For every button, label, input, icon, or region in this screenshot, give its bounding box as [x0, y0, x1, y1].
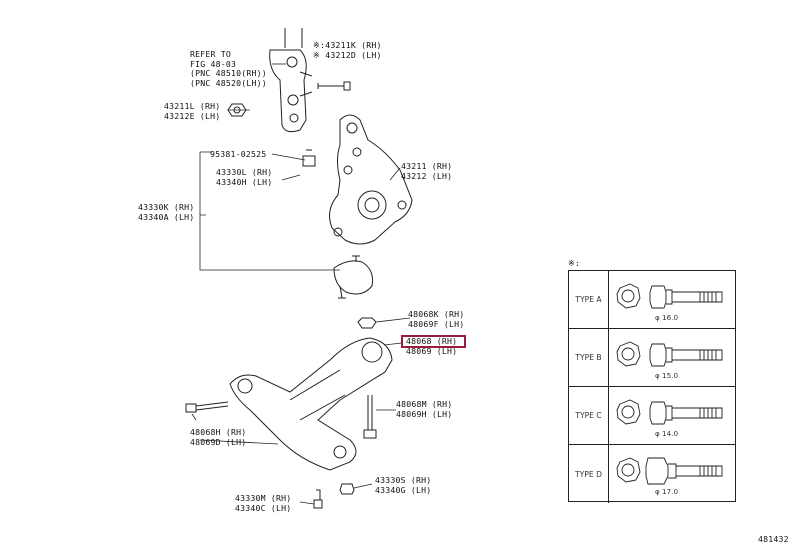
type-row-a: TYPE A φ 16.0 — [569, 271, 735, 329]
type-bolt-drawings — [616, 283, 723, 485]
bolt-43330M — [313, 489, 323, 509]
type-label: TYPE B — [569, 329, 609, 386]
bolt-48068H — [185, 401, 229, 413]
type-row-b: TYPE B φ 15.0 — [569, 329, 735, 387]
label-43330S: 43330S (RH)43340G (LH) — [375, 475, 432, 495]
label-43211K: ※:43211K (RH)※ 43212D (LH) — [313, 40, 382, 60]
type-diameter: φ 15.0 — [655, 371, 679, 380]
bolt-48068M — [363, 395, 377, 439]
type-row-c: TYPE C φ 14.0 — [569, 387, 735, 445]
type-row-d: TYPE D φ 17.0 — [569, 445, 735, 503]
label-48068K: 48068K (RH)48069F (LH) — [408, 309, 465, 329]
lower-control-arm — [229, 337, 393, 471]
type-label: TYPE A — [569, 271, 609, 328]
note-mark: ※: — [568, 258, 581, 268]
figure-id: 481432 — [758, 534, 789, 544]
label-48068[interactable]: 48068 (RH)48069 (LH) — [406, 336, 458, 356]
label-43211: 43211 (RH)43212 (LH) — [401, 161, 453, 181]
label-43211L: 43211L (RH)43212E (LH) — [164, 101, 221, 121]
nut-43330S — [339, 483, 355, 495]
bolt-43211K — [317, 81, 351, 91]
label-43330L: 43330L (RH)43340H (LH) — [216, 167, 273, 187]
steering-knuckle — [329, 114, 413, 245]
bolt-type-table: TYPE A φ 16.0 TYPE B φ 15.0 TYPE C φ 14.… — [568, 270, 736, 503]
type-label: TYPE D — [569, 445, 609, 503]
label-43330M: 43330M (RH)43340C (LH) — [235, 493, 292, 513]
type-diameter: φ 14.0 — [655, 429, 679, 438]
label-95381: 95381-02525 — [210, 149, 267, 159]
ball-joint — [333, 260, 373, 295]
label-43330K: 43330K (RH)43340A (LH) — [138, 202, 195, 222]
type-diameter: φ 16.0 — [655, 313, 679, 322]
type-diameter: φ 17.0 — [655, 487, 679, 496]
highlight-48068 — [401, 335, 466, 348]
nut-48068K — [357, 317, 377, 329]
strut-bracket — [269, 28, 307, 133]
label-48068M: 48068M (RH)48069H (LH) — [396, 399, 453, 419]
label-48068H: 48068H (RH)48069D (LH) — [190, 427, 247, 447]
type-label: TYPE C — [569, 387, 609, 444]
